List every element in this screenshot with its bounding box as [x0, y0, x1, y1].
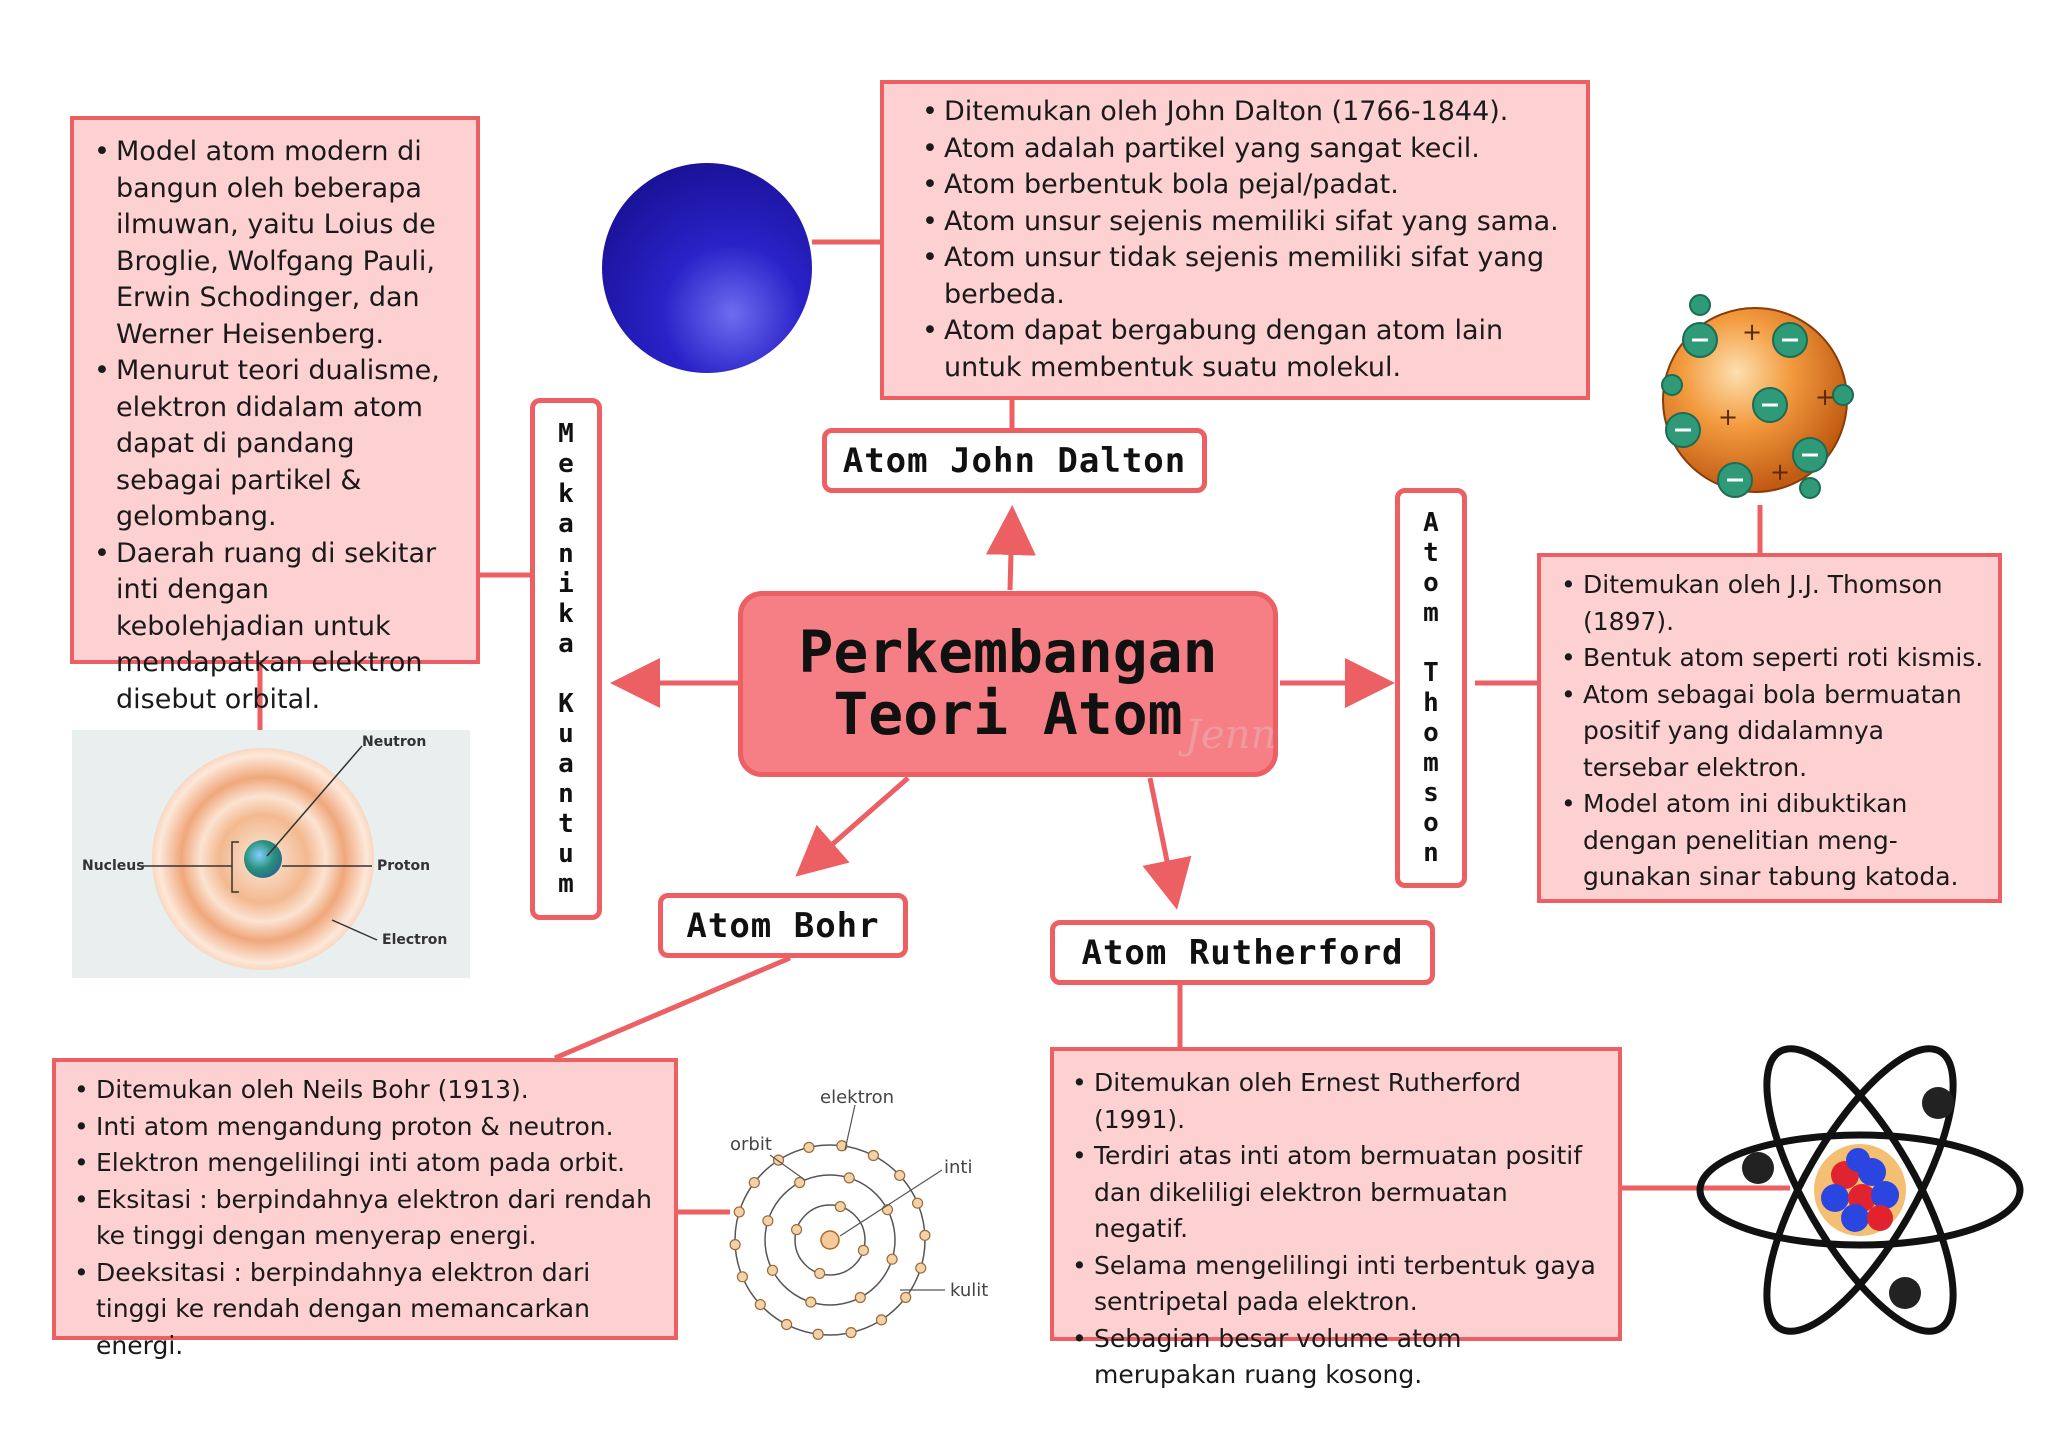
bohr-point: Elektron mengelilingi inti atom pada orb… — [74, 1145, 664, 1182]
thomson-point: Model atom ini dibuktikan dengan penelit… — [1561, 786, 1986, 896]
thomson-point: Ditemukan oleh J.J. Thomson (1897). — [1561, 567, 1986, 640]
rutherford-point: Ditemukan oleh Ernest Rutherford (1991). — [1072, 1065, 1608, 1138]
center-title-line1: Perkembangan — [798, 618, 1218, 686]
dalton-point: Ditemukan oleh John Dalton (1766-1844). — [922, 94, 1568, 131]
thomson-point: Bentuk atom seperti roti kismis. — [1561, 640, 1986, 677]
thomson-vertical-label: A t o m T h o m s o n — [1395, 488, 1467, 888]
nucleus-label: Nucleus — [82, 858, 145, 874]
bohr-point: Inti atom mengandung proton & neutron. — [74, 1109, 664, 1146]
dalton-sphere-image — [602, 163, 812, 373]
rutherford-point: Selama mengelilingi inti terbentuk gaya … — [1072, 1248, 1608, 1321]
quantum-point: Model atom modern di bangun oleh beberap… — [94, 134, 462, 353]
dalton-point: Atom berbentuk bola pejal/padat. — [922, 167, 1568, 204]
quantum-info-box: Model atom modern di bangun oleh beberap… — [70, 116, 480, 715]
center-title-line2: Teori Atom — [833, 680, 1183, 748]
rutherford-label: Atom Rutherford — [1050, 920, 1435, 985]
dalton-point: Atom unsur tidak sejenis memiliki sifat … — [922, 240, 1568, 313]
center-topic: Perkembangan Teori Atom Jenn — [738, 591, 1278, 777]
bohr-info-box: Ditemukan oleh Neils Bohr (1913). Inti a… — [52, 1058, 678, 1360]
quantum-vertical-label: M e k a n i k a K u a n t u m — [530, 398, 602, 920]
proton-label: Proton — [377, 858, 431, 874]
thomson-info-box: Ditemukan oleh J.J. Thomson (1897). Bent… — [1537, 553, 2002, 903]
dalton-info-box: Ditemukan oleh John Dalton (1766-1844). … — [880, 80, 1590, 400]
signature: Jenn — [1185, 712, 1277, 758]
arrow-to-rutherford — [1142, 777, 1192, 910]
rutherford-info-box: Ditemukan oleh Ernest Rutherford (1991).… — [1050, 1047, 1622, 1389]
neutron-label: Neutron — [362, 734, 427, 750]
electron-label: Electron — [382, 932, 448, 948]
bohr-point: Eksitasi : berpindahnya elektron dari re… — [74, 1182, 664, 1255]
rutherford-point: Terdiri atas inti atom bermuatan positif… — [1072, 1138, 1608, 1248]
rutherford-point: Sebagian besar volume atom merupakan rua… — [1072, 1321, 1608, 1394]
bohr-point: Deeksitasi : berpindahnya elektron dari … — [74, 1255, 664, 1365]
quantum-point: Menurut teori dualisme, elektron didalam… — [94, 353, 462, 536]
arrow-to-dalton — [985, 505, 1036, 591]
quantum-point: Daerah ruang di sekitar inti dengan kebo… — [94, 536, 462, 719]
bohr-label: Atom Bohr — [658, 893, 908, 958]
bohr-point: Ditemukan oleh Neils Bohr (1913). — [74, 1072, 664, 1109]
thomson-point: Atom sebagai bola bermuatan positif yang… — [1561, 677, 1986, 787]
dalton-point: Atom adalah partikel yang sangat kecil. — [922, 131, 1568, 168]
dalton-point: Atom unsur sejenis memiliki sifat yang s… — [922, 204, 1568, 241]
dalton-point: Atom dapat bergabung dengan atom lain un… — [922, 313, 1568, 386]
arrow-to-bohr — [795, 776, 910, 877]
dalton-label: Atom John Dalton — [822, 428, 1207, 493]
quantum-orbital-diagram: Neutron Nucleus Proton Electron — [72, 730, 470, 978]
